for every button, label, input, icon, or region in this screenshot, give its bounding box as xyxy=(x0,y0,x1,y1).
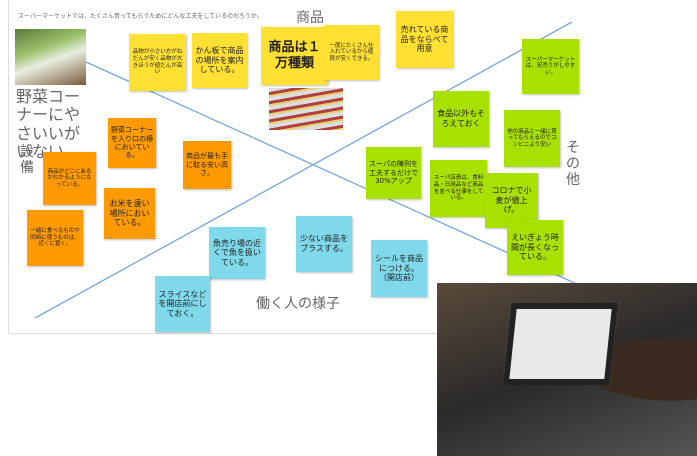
sticky-note[interactable]: シールを商品につける。（開店前） xyxy=(371,240,427,297)
label-workers: 働く人の様子 xyxy=(256,296,340,312)
sticky-note[interactable]: 一度にたくさん仕入れているから値段が安くできる。 xyxy=(324,25,379,80)
sticky-note[interactable]: スーパーマーケットは、安売りがしやすい。 xyxy=(522,39,579,94)
shelves-photo xyxy=(269,88,343,130)
sticky-note[interactable]: スライスなどを開店前にしておく。 xyxy=(155,276,210,332)
sticky-note[interactable]: 商品が最も手に取る安い高さ。 xyxy=(183,141,231,189)
sticky-note[interactable]: 商品がどこにあるかわかるようになっている。 xyxy=(43,152,96,205)
sticky-note[interactable]: 他の商品と一緒に買ってもらえるのでコンビニより安い xyxy=(504,110,560,167)
student-laptop-photo xyxy=(437,283,697,456)
diagonal-line-1 xyxy=(85,61,591,291)
laptop-screen xyxy=(502,303,619,385)
sticky-note[interactable]: えいぎょう時間が長くなっている。 xyxy=(507,220,563,275)
sticky-note[interactable]: 品物が小さい方がねだんが安く品物が大きほうが値だんが高い xyxy=(129,34,186,91)
label-other: その他 xyxy=(566,140,580,189)
question-text: スーパーマーケットでは，たくさん買ってもらうためにどんな工夫をしているのだろうか… xyxy=(18,13,263,20)
label-products: 商品 xyxy=(296,10,324,26)
sticky-note[interactable]: スーパの陳列を工夫するだけで30%アップ xyxy=(366,147,421,199)
sticky-note[interactable]: 少ない商品をプラスする。 xyxy=(296,216,352,272)
sticky-note[interactable]: お米を遠い場所においている。 xyxy=(104,188,155,239)
sticky-note[interactable]: スーパ店員は、食料品・日用品など商品を並べる仕事をしている。 xyxy=(430,160,487,217)
sticky-note[interactable]: 魚売り場の近くで魚を扱いている。 xyxy=(209,227,265,279)
label-facilities: 設備 xyxy=(20,144,34,177)
sticky-note[interactable]: 食品以外もそろえておく xyxy=(433,91,489,147)
sticky-note[interactable]: 一緒に食べるものや同時に使うものは、近くに置く。 xyxy=(27,210,83,266)
sticky-note[interactable]: 商品は１万種類 xyxy=(261,27,328,85)
sticky-note[interactable]: 野菜コーナーを入り口の横においている。 xyxy=(108,118,156,168)
diagonal-line-2 xyxy=(34,21,573,319)
sticky-note[interactable]: コロナで小麦が値上げ。 xyxy=(485,173,538,228)
sticky-note[interactable]: かん板で商品の場所を案内している。 xyxy=(192,33,247,88)
vegetable-photo xyxy=(15,29,86,85)
sticky-note[interactable]: 売れている商品をならべて用意 xyxy=(396,11,453,68)
label-vegetables: 野菜コーナーにやさいいがいない xyxy=(16,87,81,162)
